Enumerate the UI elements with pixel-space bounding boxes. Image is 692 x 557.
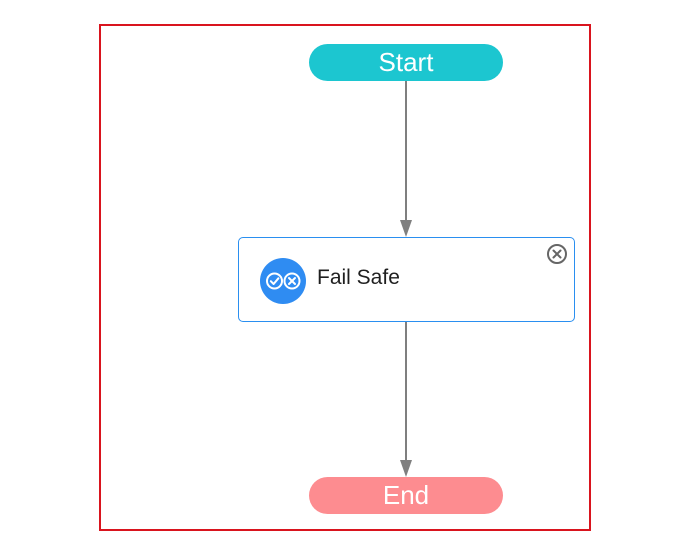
end-node-label: End [382, 480, 430, 510]
step-node-fail-safe[interactable]: Fail Safe [238, 237, 575, 322]
connector-fail-safe-to-end [400, 322, 412, 477]
step-label: Fail Safe [317, 266, 400, 289]
remove-icon[interactable] [546, 243, 568, 265]
arrowhead [400, 460, 412, 477]
start-node[interactable]: Start [309, 44, 503, 81]
workflow-canvas [99, 24, 591, 531]
start-node-label: Start [378, 47, 434, 77]
connector-start-to-fail-safe [400, 81, 412, 237]
arrowhead [400, 220, 412, 237]
fail-safe-icon [260, 258, 306, 304]
end-node[interactable]: End [309, 477, 503, 514]
